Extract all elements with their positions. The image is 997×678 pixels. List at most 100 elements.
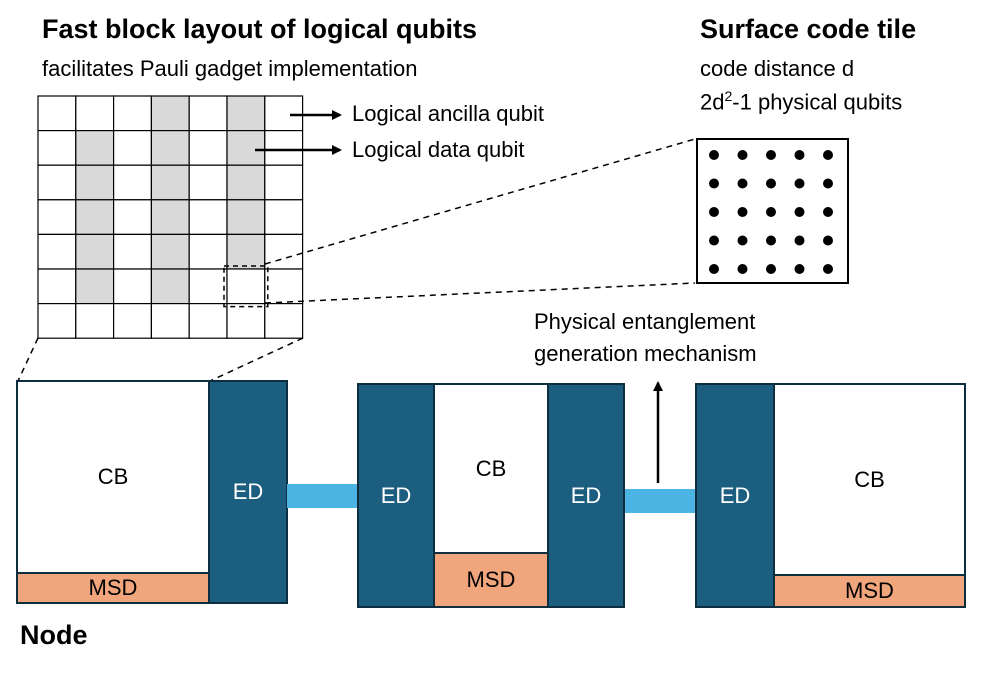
grid-cell bbox=[75, 130, 115, 166]
grid-cell bbox=[188, 268, 228, 305]
grid-cell bbox=[37, 199, 77, 236]
node-2-msd: MSD bbox=[435, 552, 547, 606]
physical-qubit-dot bbox=[794, 207, 805, 217]
physical-qubit-dot bbox=[737, 150, 748, 160]
zoom-line-top bbox=[264, 138, 696, 265]
physical-qubit-dot bbox=[709, 150, 719, 160]
grid-cell bbox=[37, 303, 77, 339]
grid-cell bbox=[112, 233, 152, 270]
entanglement-link-1 bbox=[287, 484, 359, 508]
physical-qubit-dot bbox=[823, 178, 833, 189]
node-3: CB MSD bbox=[773, 383, 966, 608]
physical-qubit-dot bbox=[794, 150, 805, 160]
zoom-line-bottom bbox=[264, 282, 696, 304]
physical-qubit-dot bbox=[737, 178, 748, 189]
grid-cell bbox=[264, 199, 304, 236]
grid-cell bbox=[188, 130, 228, 166]
grid-cell bbox=[188, 95, 228, 132]
grid-cell bbox=[226, 268, 266, 305]
grid-cell bbox=[112, 164, 152, 201]
tile-title: Surface code tile bbox=[700, 14, 917, 44]
node-2-ed-left: ED bbox=[357, 383, 435, 608]
node-zoom-line-right bbox=[209, 337, 304, 382]
grid-cell bbox=[75, 268, 115, 305]
grid-cell bbox=[226, 164, 266, 201]
highlighted-tile-marker bbox=[223, 265, 269, 308]
grid-cell bbox=[112, 199, 152, 236]
grid-cell bbox=[75, 164, 115, 201]
physical-qubit-dot bbox=[766, 150, 776, 160]
physical-qubit-dot bbox=[823, 235, 833, 246]
grid-cell bbox=[188, 303, 228, 339]
node-label: Node bbox=[20, 620, 88, 650]
grid-cell bbox=[226, 199, 266, 236]
node-3-cb: CB bbox=[775, 385, 964, 574]
node-3-msd: MSD bbox=[775, 574, 964, 606]
entanglement-label-line1: Physical entanglement bbox=[534, 309, 756, 334]
node-1-ed: ED bbox=[208, 380, 288, 604]
logical-qubit-grid bbox=[37, 95, 304, 339]
grid-cell bbox=[112, 95, 152, 132]
grid-cell bbox=[75, 199, 115, 236]
physical-qubit-dot bbox=[823, 264, 833, 274]
node-zoom-line-left bbox=[17, 337, 39, 382]
physical-qubit-dots bbox=[709, 150, 833, 274]
layout-title: Fast block layout of logical qubits bbox=[42, 14, 478, 44]
ancilla-label: Logical ancilla qubit bbox=[352, 101, 545, 126]
grid-cell bbox=[188, 164, 228, 201]
tile-code-distance: code distance d bbox=[700, 56, 855, 81]
grid-cell bbox=[264, 164, 304, 201]
tile-physical-qubits: 2d2-1 physical qubits bbox=[700, 88, 903, 115]
physical-qubit-dot bbox=[709, 207, 719, 217]
node-1: CB MSD bbox=[16, 380, 210, 604]
node-1-cb: CB bbox=[18, 382, 208, 572]
entanglement-label-line2: generation mechanism bbox=[534, 341, 757, 366]
physical-qubit-dot bbox=[737, 264, 748, 274]
grid-cell bbox=[112, 268, 152, 305]
physical-qubit-dot bbox=[709, 178, 719, 189]
grid-cell bbox=[226, 130, 266, 166]
physical-qubit-dot bbox=[737, 207, 748, 217]
physical-qubit-dot bbox=[794, 178, 805, 189]
physical-qubit-dot bbox=[766, 178, 776, 189]
grid-cell bbox=[112, 303, 152, 339]
grid-cell bbox=[37, 130, 77, 166]
grid-cell bbox=[75, 233, 115, 270]
grid-cell bbox=[37, 164, 77, 201]
grid-cell bbox=[37, 268, 77, 305]
data-label: Logical data qubit bbox=[352, 137, 525, 162]
node-3-ed: ED bbox=[695, 383, 775, 608]
grid-cell bbox=[150, 268, 190, 305]
grid-cell bbox=[150, 130, 190, 166]
grid-cell bbox=[75, 95, 115, 132]
grid-cell bbox=[188, 199, 228, 236]
layout-subtitle: facilitates Pauli gadget implementation bbox=[42, 56, 418, 81]
physical-qubit-dot bbox=[766, 235, 776, 246]
grid-cell bbox=[264, 130, 304, 166]
entanglement-link-2 bbox=[625, 489, 697, 513]
grid-cell bbox=[264, 233, 304, 270]
physical-qubit-dot bbox=[794, 235, 805, 246]
grid-cell bbox=[150, 303, 190, 339]
node-2-ed-right: ED bbox=[547, 383, 625, 608]
grid-cell bbox=[226, 233, 266, 270]
grid-cell bbox=[226, 95, 266, 132]
grid-cell bbox=[37, 233, 77, 270]
physical-qubit-dot bbox=[766, 264, 776, 274]
node-2-center: CB MSD bbox=[433, 383, 549, 608]
node-1-msd: MSD bbox=[18, 572, 208, 602]
physical-qubit-dot bbox=[823, 207, 833, 217]
grid-cell bbox=[112, 130, 152, 166]
physical-qubit-dot bbox=[737, 235, 748, 246]
grid-cell bbox=[75, 303, 115, 339]
grid-cell bbox=[37, 95, 77, 132]
grid-cell bbox=[264, 268, 304, 305]
physical-qubit-dot bbox=[709, 235, 719, 246]
physical-qubit-dot bbox=[823, 150, 833, 160]
grid-cell bbox=[264, 95, 304, 132]
grid-cell bbox=[150, 199, 190, 236]
physical-qubit-dot bbox=[766, 207, 776, 217]
node-2-cb: CB bbox=[435, 385, 547, 552]
physical-qubit-dot bbox=[794, 264, 805, 274]
